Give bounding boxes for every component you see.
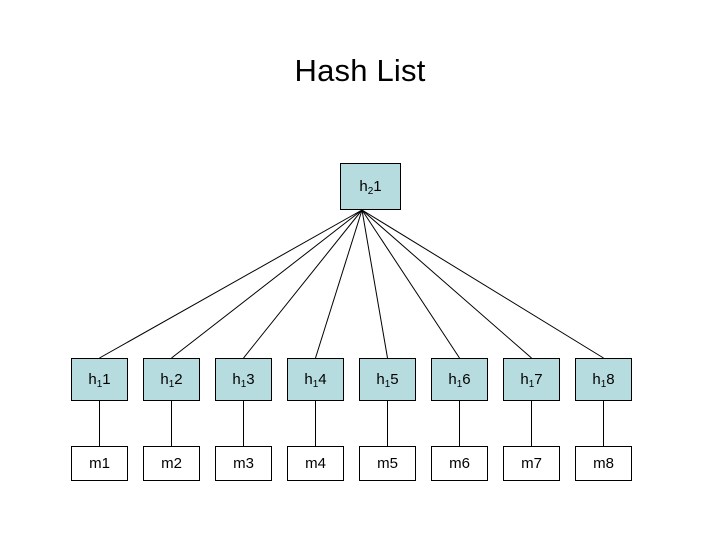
node-label: h15: [376, 371, 399, 390]
node-label: h13: [232, 371, 255, 390]
message-node-m5[interactable]: m5: [359, 446, 416, 481]
message-node-m7[interactable]: m7: [503, 446, 560, 481]
node-label: h12: [160, 371, 183, 390]
edge-root-to-h1-3: [243, 209, 363, 359]
message-node-m8[interactable]: m8: [575, 446, 632, 481]
message-node-m4[interactable]: m4: [287, 446, 344, 481]
node-label: m3: [233, 455, 254, 472]
hash-node-h1-2[interactable]: h12: [143, 358, 200, 401]
message-node-m6[interactable]: m6: [431, 446, 488, 481]
edge-root-to-h1-6: [361, 209, 460, 359]
edge-root-to-h1-4: [315, 209, 363, 359]
hash-node-h1-7[interactable]: h17: [503, 358, 560, 401]
message-node-m3[interactable]: m3: [215, 446, 272, 481]
page-title: Hash List: [294, 53, 426, 88]
hash-node-h1-1[interactable]: h11: [71, 358, 128, 401]
node-label: h18: [592, 371, 615, 390]
message-node-m2[interactable]: m2: [143, 446, 200, 481]
node-label: h17: [520, 371, 543, 390]
hash-node-h2-1[interactable]: h21: [340, 163, 401, 210]
edge-root-to-h1-5: [361, 209, 388, 359]
node-label: h14: [304, 371, 327, 390]
node-label: m2: [161, 455, 182, 472]
hash-node-h1-4[interactable]: h14: [287, 358, 344, 401]
message-node-m1[interactable]: m1: [71, 446, 128, 481]
node-label: h16: [448, 371, 471, 390]
node-label: h21: [359, 178, 382, 197]
node-label: m4: [305, 455, 326, 472]
node-label: m7: [521, 455, 542, 472]
edge-root-to-h1-1: [99, 209, 363, 359]
node-label: h11: [88, 371, 111, 390]
hash-node-h1-3[interactable]: h13: [215, 358, 272, 401]
node-label: m5: [377, 455, 398, 472]
node-label: m1: [89, 455, 110, 472]
hash-node-h1-6[interactable]: h16: [431, 358, 488, 401]
hash-node-h1-5[interactable]: h15: [359, 358, 416, 401]
node-label: m8: [593, 455, 614, 472]
node-label: m6: [449, 455, 470, 472]
edge-root-to-h1-2: [171, 209, 363, 359]
edge-root-to-h1-7: [361, 209, 532, 359]
hash-node-h1-8[interactable]: h18: [575, 358, 632, 401]
edge-root-to-h1-8: [361, 209, 604, 359]
